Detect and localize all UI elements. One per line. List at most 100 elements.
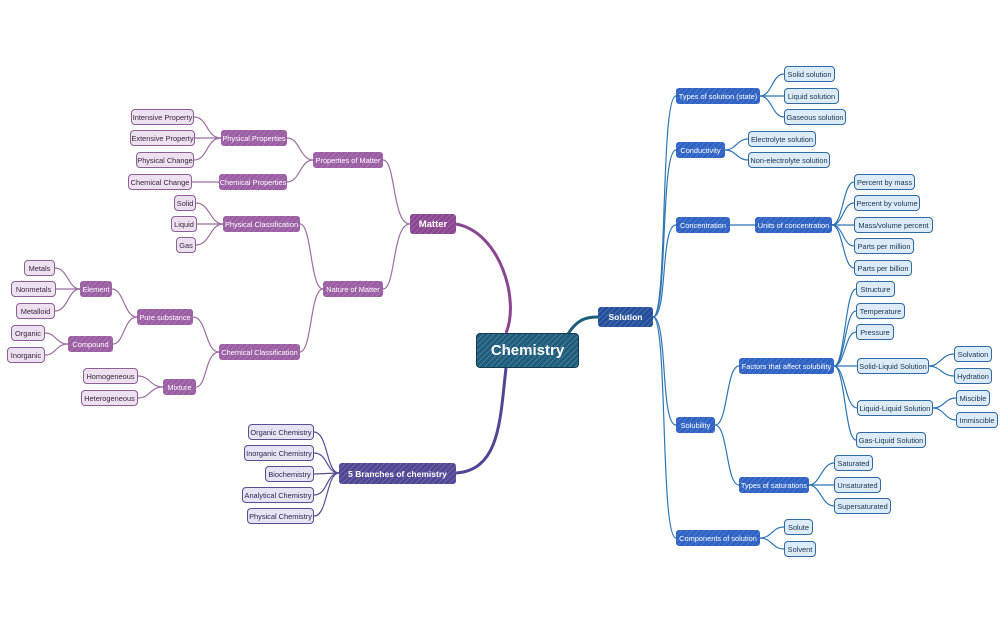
node-factors-that-affect-solubility[interactable]: Factors that affect solubility xyxy=(739,358,834,374)
connector xyxy=(833,365,857,441)
leaf-solid-liquid-solution[interactable]: Solid-Liquid Solution xyxy=(857,358,929,374)
leaf-structure[interactable]: Structure xyxy=(856,281,895,297)
connector xyxy=(299,288,324,353)
leaf-gas-liquid-solution[interactable]: Gas-Liquid Solution xyxy=(856,432,926,448)
leaf-metalloid[interactable]: Metalloid xyxy=(16,303,55,319)
node-pure-substance[interactable]: Pure substance xyxy=(137,309,193,325)
leaf-organic[interactable]: Organic xyxy=(11,325,45,341)
node-chemical-classification[interactable]: Chemical Classification xyxy=(219,344,300,360)
node-components-of-solution[interactable]: Components of solution xyxy=(676,530,760,546)
leaf-heterogeneous[interactable]: Heterogeneous xyxy=(81,390,138,406)
node-conductivity[interactable]: Conductivity xyxy=(676,142,725,158)
connector xyxy=(932,407,957,421)
leaf-liquid-liquid-solution[interactable]: Liquid-Liquid Solution xyxy=(857,400,933,416)
connector xyxy=(382,159,411,225)
node-solubility[interactable]: Solubility xyxy=(676,417,715,433)
leaf-solid[interactable]: Solid xyxy=(174,195,196,211)
connector xyxy=(831,224,855,269)
leaf-solvation[interactable]: Solvation xyxy=(954,346,992,362)
leaf-electrolyte-solution[interactable]: Electrolyte solution xyxy=(748,131,816,147)
node-physical-classification[interactable]: Physical Classification xyxy=(223,216,300,232)
connector xyxy=(833,365,858,409)
connector xyxy=(455,367,508,475)
leaf-nonmetals[interactable]: Nonmetals xyxy=(11,281,56,297)
leaf-miscible[interactable]: Miscible xyxy=(956,390,990,406)
leaf-hydration[interactable]: Hydration xyxy=(954,368,992,384)
branch-matter[interactable]: Matter xyxy=(410,214,456,234)
node-types-of-solution[interactable]: Types of solution (state) xyxy=(676,88,760,104)
node-chemical-properties[interactable]: Chemical Properties xyxy=(219,174,287,190)
leaf-mass-volume-percent[interactable]: Mass/volume percent xyxy=(854,217,933,233)
connector xyxy=(928,365,955,377)
leaf-gas[interactable]: Gas xyxy=(176,237,196,253)
leaf-solvent[interactable]: Solvent xyxy=(784,541,816,557)
connector xyxy=(652,224,677,318)
connector xyxy=(808,484,835,507)
connector xyxy=(566,315,599,335)
leaf-homogeneous[interactable]: Homogeneous xyxy=(83,368,138,384)
branch-solution[interactable]: Solution xyxy=(598,307,653,327)
leaf-percent-by-mass[interactable]: Percent by mass xyxy=(854,174,915,190)
leaf-supersaturated[interactable]: Supersaturated xyxy=(834,498,891,514)
branch-5-branches-of-chemistry[interactable]: 5 Branches of chemistry xyxy=(339,463,456,484)
leaf-liquid[interactable]: Liquid xyxy=(171,216,197,232)
connector xyxy=(193,137,222,161)
connector xyxy=(286,137,314,161)
leaf-chemical-change[interactable]: Chemical Change xyxy=(128,174,192,190)
leaf-inorganic[interactable]: Inorganic xyxy=(7,347,45,363)
leaf-physical-chemistry[interactable]: Physical Chemistry xyxy=(247,508,314,524)
leaf-parts-per-billion[interactable]: Parts per billion xyxy=(854,260,912,276)
node-units-of-concentration[interactable]: Units of concentration xyxy=(755,217,832,233)
leaf-parts-per-million[interactable]: Parts per million xyxy=(854,238,914,254)
connector xyxy=(831,181,855,226)
root-node-chemistry[interactable]: Chemistry xyxy=(476,333,579,368)
node-element[interactable]: Element xyxy=(80,281,112,297)
connector xyxy=(652,149,677,318)
leaf-organic-chemistry[interactable]: Organic Chemistry xyxy=(248,424,314,440)
leaf-saturated[interactable]: Saturated xyxy=(834,455,873,471)
leaf-liquid-solution[interactable]: Liquid solution xyxy=(784,88,839,104)
leaf-pressure[interactable]: Pressure xyxy=(856,324,894,340)
connector xyxy=(195,223,224,246)
leaf-inorganic-chemistry[interactable]: Inorganic Chemistry xyxy=(244,445,314,461)
connector xyxy=(831,202,855,226)
connector xyxy=(928,353,955,367)
connector xyxy=(54,267,81,290)
connector xyxy=(652,316,677,539)
connector xyxy=(833,331,857,367)
connector xyxy=(137,386,164,399)
leaf-solute[interactable]: Solute xyxy=(784,519,813,535)
connector xyxy=(44,343,69,356)
node-types-of-saturations[interactable]: Types of saturations xyxy=(739,477,809,493)
leaf-biochemistry[interactable]: Biochemistry xyxy=(265,466,314,482)
leaf-solid-solution[interactable]: Solid solution xyxy=(784,66,835,82)
leaf-intensive-property[interactable]: Intensive Property xyxy=(131,109,194,125)
node-concentration[interactable]: Concentration xyxy=(676,217,730,233)
leaf-temperature[interactable]: Temperature xyxy=(856,303,905,319)
node-properties-of-matter[interactable]: Properties of Matter xyxy=(313,152,383,168)
connector xyxy=(195,202,224,225)
connector xyxy=(137,375,164,388)
node-nature-of-matter[interactable]: Nature of Matter xyxy=(323,281,383,297)
connector xyxy=(759,95,785,118)
leaf-percent-by-volume[interactable]: Percent by volume xyxy=(854,195,920,211)
leaf-analytical-chemistry[interactable]: Analytical Chemistry xyxy=(242,487,314,503)
node-mixture[interactable]: Mixture xyxy=(163,379,196,395)
connector xyxy=(112,316,138,345)
leaf-immiscible[interactable]: Immiscible xyxy=(956,412,998,428)
leaf-non-electrolyte-solution[interactable]: Non-electrolyte solution xyxy=(748,152,830,168)
connector xyxy=(44,332,69,345)
leaf-extensive-property[interactable]: Extensive Property xyxy=(130,130,195,146)
connector xyxy=(833,288,857,367)
connector xyxy=(313,472,340,496)
node-physical-properties[interactable]: Physical Properties xyxy=(221,130,287,146)
leaf-physical-change[interactable]: Physical Change xyxy=(136,152,194,168)
connector xyxy=(195,351,220,388)
leaf-unsaturated[interactable]: Unsaturated xyxy=(834,477,881,493)
leaf-metals[interactable]: Metals xyxy=(24,260,55,276)
node-compound[interactable]: Compound xyxy=(68,336,113,352)
connector xyxy=(455,222,512,334)
leaf-gaseous-solution[interactable]: Gaseous solution xyxy=(784,109,846,125)
connector xyxy=(759,526,785,539)
